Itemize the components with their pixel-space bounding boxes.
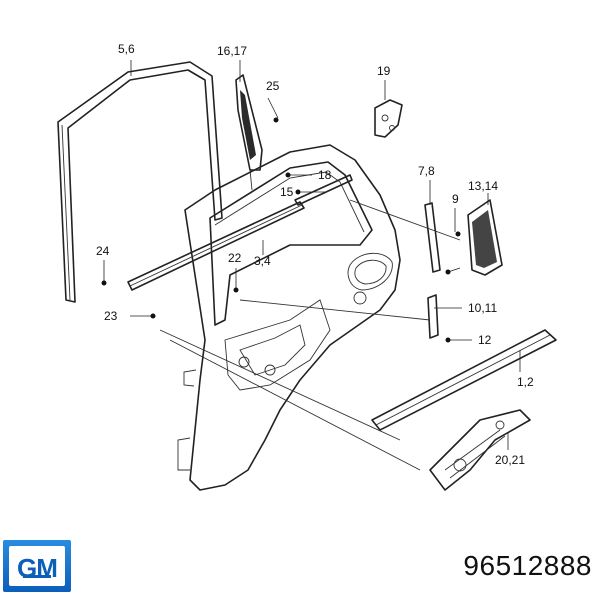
- callouts: 5,6 16,17 25 19 18 15 7,8 9 13,14 24 22 …: [96, 42, 534, 467]
- belt-moulding: [127, 201, 305, 291]
- callout-5-6: 5,6: [118, 42, 135, 56]
- callout-18: 18: [318, 168, 332, 182]
- outer-belt-moulding: [371, 329, 557, 431]
- door-inner-mechanism: [224, 252, 393, 391]
- bracket-19: [374, 99, 403, 138]
- callout-9: 9: [452, 192, 459, 206]
- quarter-glass: [235, 74, 263, 191]
- assembly-guide-lines: [159, 199, 461, 471]
- gm-logo-letters: GM: [17, 553, 58, 583]
- callout-23: 23: [104, 309, 118, 323]
- window-regulator: [429, 409, 531, 491]
- gm-logo: GM: [3, 540, 71, 592]
- callout-19: 19: [377, 64, 391, 78]
- callout-7-8: 7,8: [418, 164, 435, 178]
- leader-lines: [103, 60, 521, 450]
- window-run-channel: [57, 61, 223, 303]
- callout-12: 12: [478, 333, 492, 347]
- fastener-dots: [101, 117, 461, 343]
- channel-10-11: [427, 294, 439, 339]
- rear-channel-78: [424, 202, 441, 273]
- callout-22: 22: [228, 251, 242, 265]
- callout-10-11: 10,11: [468, 301, 497, 315]
- callout-15: 15: [280, 185, 294, 199]
- callout-24: 24: [96, 244, 110, 258]
- inner-weatherstrip: [294, 174, 353, 206]
- door-panel: [177, 144, 401, 491]
- callout-3-4: 3,4: [254, 254, 271, 268]
- callout-1-2: 1,2: [517, 375, 534, 389]
- callout-16-17: 16,17: [217, 44, 247, 58]
- part-number: 96512888: [463, 550, 592, 581]
- quarter-glass-13-14: [467, 199, 503, 276]
- callout-13-14: 13,14: [468, 179, 498, 193]
- gm-logo-inner: GM: [9, 546, 65, 586]
- gm-logo-underline: [23, 575, 51, 578]
- callout-20-21: 20,21: [495, 453, 525, 467]
- callout-25: 25: [266, 79, 280, 93]
